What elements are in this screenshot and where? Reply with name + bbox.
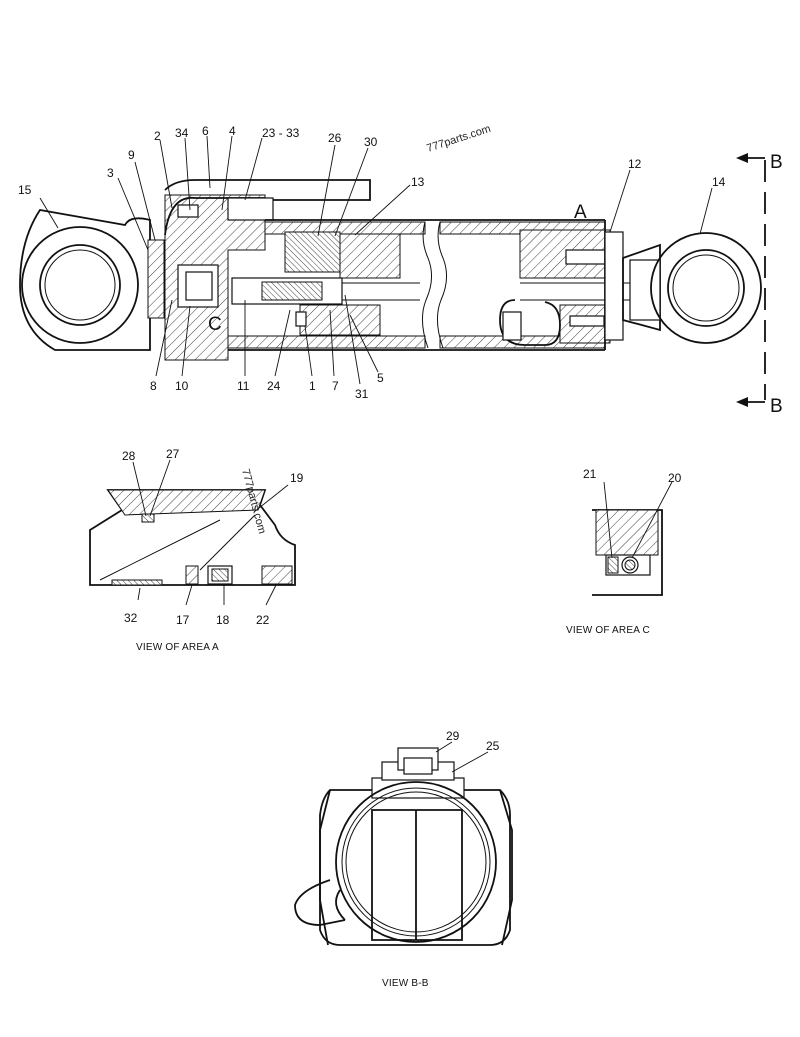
callout: 28 — [122, 449, 136, 463]
piston — [284, 231, 401, 336]
callout: 11 — [237, 379, 250, 393]
callout: 2 — [154, 129, 161, 143]
callout: 25 — [486, 739, 500, 753]
main-callouts: 2 34 6 4 23 - 33 26 30 13 9 3 15 12 14 8… — [18, 124, 726, 401]
callout: 14 — [712, 175, 726, 189]
area-c-marker: C — [208, 314, 222, 335]
rod-gland — [499, 220, 624, 350]
callout: 5 — [377, 371, 384, 385]
callout: 20 — [668, 471, 682, 485]
section-label-top: B — [770, 152, 783, 173]
right-eye-mount — [622, 232, 762, 344]
section-marker-bb: B B — [736, 152, 783, 417]
callout: 19 — [290, 471, 304, 485]
callout: 22 — [256, 613, 270, 627]
area-c-caption: VIEW OF AREA C — [566, 625, 650, 636]
callout: 6 — [202, 124, 209, 138]
section-label-bottom: B — [770, 396, 783, 417]
callout: 13 — [411, 175, 425, 189]
main-leader-lines — [39, 135, 713, 385]
top-tube — [164, 197, 274, 236]
callout: 12 — [628, 157, 642, 171]
cylinder-barrel — [227, 219, 606, 351]
view-bb-caption: VIEW B-B — [382, 978, 429, 989]
view-of-area-a: 777parts.com 28 27 19 32 17 18 22 VIEW O… — [89, 447, 304, 653]
watermark-top: 777parts.com — [425, 123, 492, 155]
callout: 34 — [175, 126, 189, 140]
callout: 23 - 33 — [262, 126, 300, 140]
callout: 29 — [446, 729, 460, 743]
callout: 31 — [355, 387, 369, 401]
head-end-cap — [147, 179, 371, 361]
callout: 27 — [166, 447, 180, 461]
main-cylinder-view: B B A C 777parts.com — [18, 123, 783, 417]
left-eye-mount — [19, 209, 151, 351]
callout: 4 — [229, 124, 236, 138]
callout: 8 — [150, 379, 157, 393]
callout: 32 — [124, 611, 138, 625]
callout: 7 — [332, 379, 339, 393]
callout: 26 — [328, 131, 342, 145]
callout: 18 — [216, 613, 230, 627]
view-b-b: 29 25 VIEW B-B — [294, 729, 513, 989]
callout: 15 — [18, 183, 32, 197]
callout: 17 — [176, 613, 190, 627]
callout: 1 — [309, 379, 316, 393]
piston-rod — [231, 277, 630, 305]
area-a-caption: VIEW OF AREA A — [136, 642, 219, 653]
callout: 24 — [267, 379, 281, 393]
callout: 10 — [175, 379, 189, 393]
callout: 9 — [128, 148, 135, 162]
area-a-marker: A — [574, 202, 587, 223]
callout: 21 — [583, 467, 597, 481]
view-of-area-c: 21 20 VIEW OF AREA C — [566, 467, 682, 636]
callout: 30 — [364, 135, 378, 149]
callout: 3 — [107, 166, 114, 180]
